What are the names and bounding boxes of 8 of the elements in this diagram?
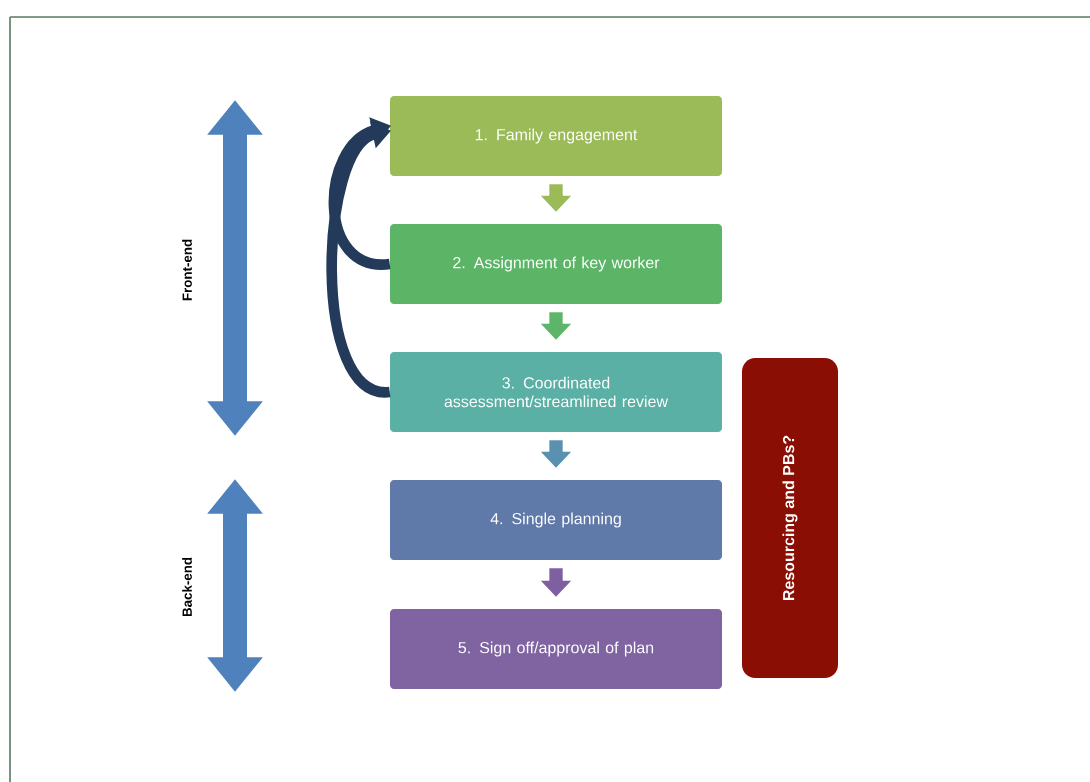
side-label: Front-end (182, 239, 192, 301)
side-box: Resourcing and PBs? (742, 358, 838, 678)
side-label: Back-end (182, 557, 192, 617)
step-box: 3. Coordinated assessment/streamlined review (390, 352, 722, 432)
step-box: 5. Sign off/approval of plan (390, 609, 722, 689)
step-box: 4. Single planning (390, 480, 722, 560)
step-box: 1. Family engagement (390, 96, 722, 176)
step-box: 2. Assignment of key worker (390, 224, 722, 304)
